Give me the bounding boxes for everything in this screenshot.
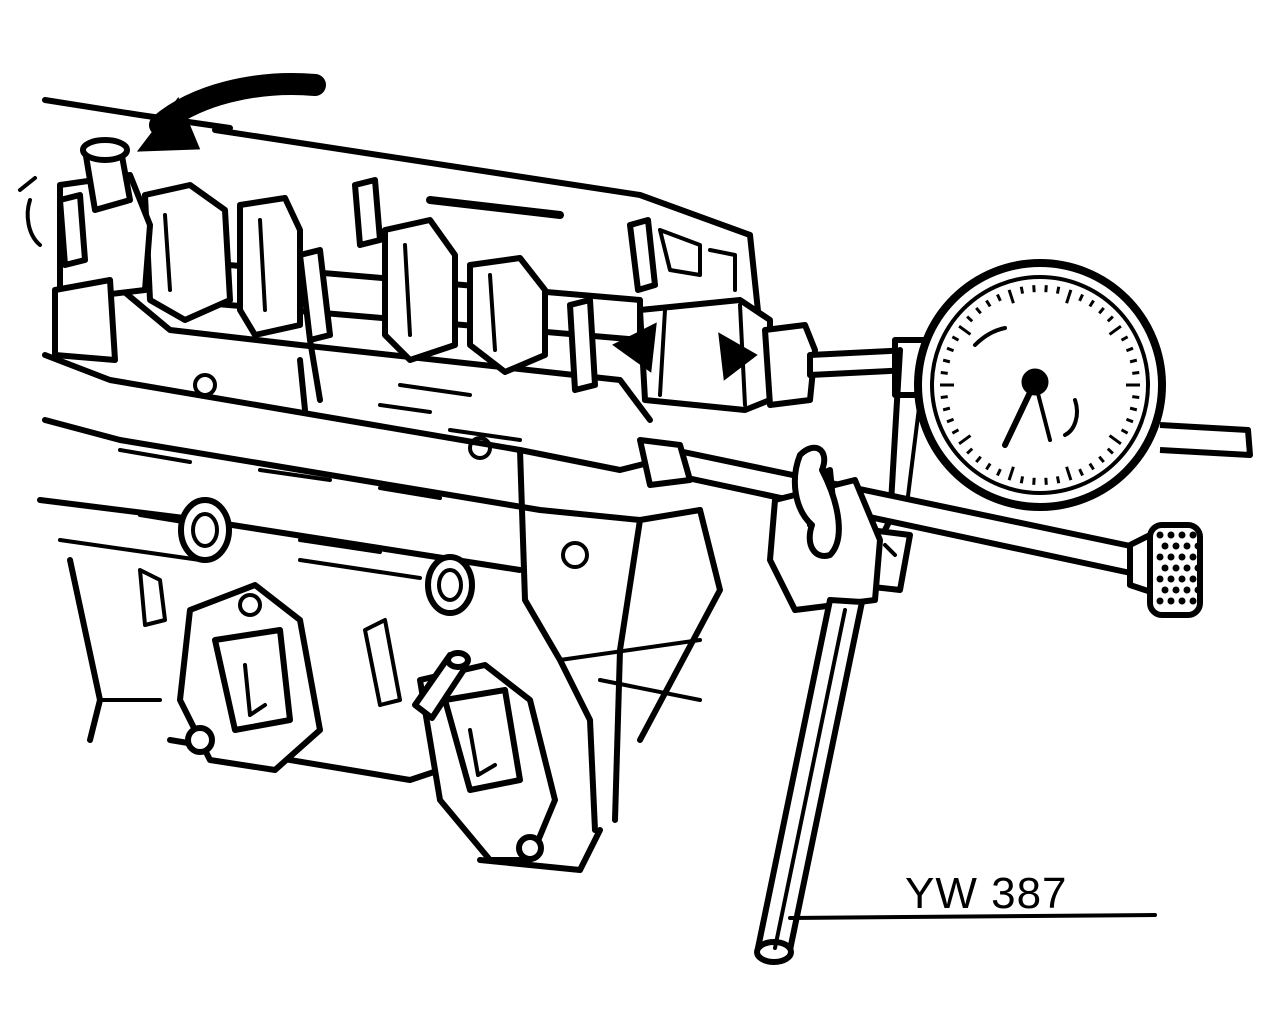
endplay-arrow-right-icon [718, 332, 758, 381]
dial-tick [1007, 466, 1015, 481]
reference-code-label: YW 387 [905, 869, 1068, 918]
dial-tick [1078, 293, 1084, 302]
dial-tick [1132, 370, 1140, 375]
endplay-arrow-left-icon [612, 322, 657, 373]
dial-tick [1065, 289, 1073, 304]
camshaft [52, 137, 643, 375]
dial-gauge-plunger [807, 337, 933, 398]
dial-tick [951, 428, 960, 435]
dial-tick [1132, 395, 1140, 400]
knurl-dot [1194, 564, 1202, 572]
dial-gauge [914, 259, 1253, 511]
dial-tick [1125, 417, 1134, 424]
dial-tick [966, 315, 974, 323]
dial-tick [942, 358, 951, 364]
dial-tick [1129, 406, 1138, 412]
knurl-dot [1167, 531, 1175, 539]
dial-tick [1078, 468, 1084, 477]
dial-tick [1088, 462, 1095, 471]
dial-needle [1002, 379, 1038, 448]
knurl-dot [1156, 553, 1164, 561]
camshaft-end-collar [637, 297, 818, 413]
dial-tick [985, 462, 992, 471]
dial-tick [966, 447, 974, 455]
knurl-dot [1172, 542, 1180, 550]
dial-tick [1120, 335, 1129, 342]
knurl-dot [1167, 597, 1175, 605]
knurl-dot [1156, 597, 1164, 605]
dial-tick [1125, 346, 1134, 353]
knurl-dot [1167, 575, 1175, 583]
rod-clamp [767, 444, 897, 613]
knurled-knob [1127, 522, 1203, 618]
knurl-dot [1183, 586, 1191, 594]
knurl-dot [1178, 553, 1186, 561]
knurl-dot [1167, 553, 1175, 561]
knurl-dot [1189, 553, 1197, 561]
knurl-dot [1194, 542, 1202, 550]
dial-tick [951, 335, 960, 342]
dial-tick [958, 325, 972, 336]
knurl-dot [1183, 564, 1191, 572]
knurl-dot [1161, 542, 1169, 550]
dial-tick [1019, 286, 1025, 294]
dial-tick [1055, 476, 1061, 484]
stand-rod [754, 597, 865, 965]
rocker-area-lines [297, 196, 737, 442]
dial-tick [975, 455, 982, 464]
dial-tick [1120, 428, 1129, 435]
dial-tick [1055, 286, 1061, 294]
dial-tick [1108, 434, 1122, 445]
dial-tick [946, 417, 955, 424]
knurl-dot [1161, 564, 1169, 572]
knurl-dot [1189, 575, 1197, 583]
dial-tick [946, 346, 955, 353]
knurl-dot [1183, 542, 1191, 550]
knurl-pattern [1156, 531, 1202, 605]
dial-tick [1065, 466, 1073, 481]
mounting-holes [178, 373, 589, 616]
dial-tick [1129, 358, 1138, 364]
rotation-hint-mark [18, 176, 42, 247]
dial-tick [1106, 315, 1114, 323]
dial-ticks [940, 285, 1140, 485]
dial-tick [1007, 289, 1015, 304]
knurl-dot [1172, 564, 1180, 572]
dial-tick [1106, 447, 1114, 455]
dial-tick [996, 468, 1002, 477]
dial-tick [1088, 299, 1095, 308]
flange-stud [412, 650, 471, 721]
wing-nut-icon [791, 444, 842, 559]
knurl-dot [1189, 531, 1197, 539]
dial-tick [1019, 476, 1025, 484]
head-studs [57, 177, 658, 393]
knurl-dot [1172, 586, 1180, 594]
reference-label-group: YW 387 [788, 869, 1157, 920]
dial-tick [1108, 325, 1122, 336]
reference-leader-line [788, 913, 1157, 920]
dial-tick [975, 306, 982, 315]
dial-tick [1098, 306, 1105, 315]
knurl-dot [1194, 586, 1202, 594]
dial-tick [940, 395, 948, 400]
dial-tick [1098, 455, 1105, 464]
knurl-dot [1178, 597, 1186, 605]
dial-tick [940, 370, 948, 375]
dial-tick [958, 434, 972, 445]
knurl-dot [1161, 586, 1169, 594]
dial-tick [942, 406, 951, 412]
dial-tick [985, 299, 992, 308]
knurl-dot [1189, 597, 1197, 605]
knurl-dot [1156, 531, 1164, 539]
dial-tick [996, 293, 1002, 302]
knurl-dot [1178, 531, 1186, 539]
port-flanges [138, 568, 558, 863]
knurl-dot [1178, 575, 1186, 583]
knurl-dot [1156, 575, 1164, 583]
